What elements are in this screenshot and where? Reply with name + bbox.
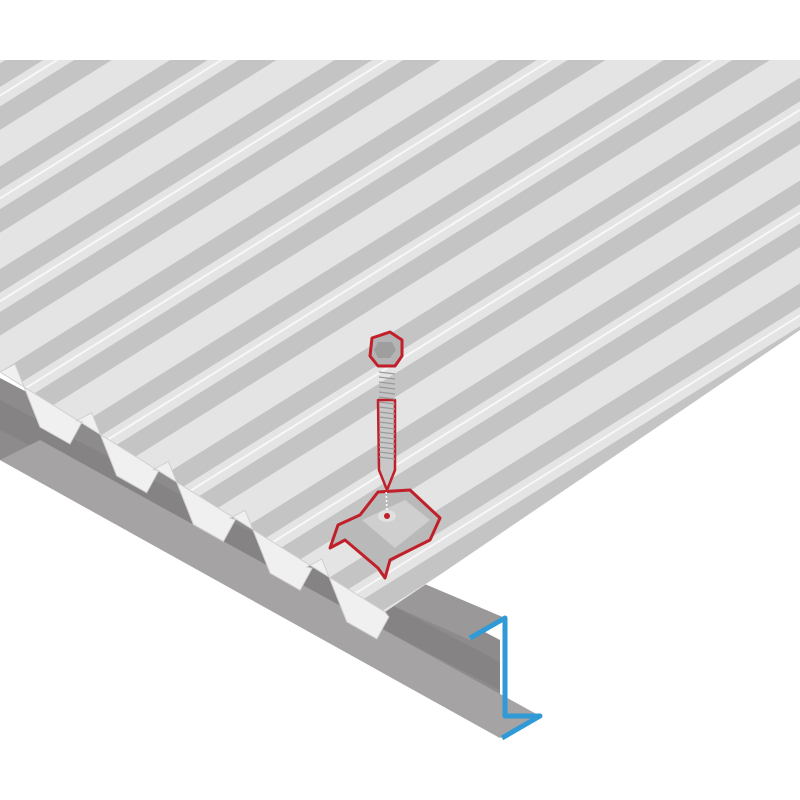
sheet-rib-band [0,60,373,233]
screw-thread [378,411,396,415]
self-drilling-screw [368,330,404,513]
purlin-bottom-flange [0,440,540,738]
sheet-rib-band [632,695,800,800]
screw-thread [378,441,396,445]
screw-thread [378,416,396,420]
sheet-rib-band [0,60,798,499]
screw-thread [378,401,396,405]
sheet-rib-band [0,60,537,336]
sheet-rib-band [0,223,800,612]
screw-thread [378,386,396,390]
screw-thread [378,421,396,425]
sheet-rib-band [0,60,304,190]
sheet-rib-highlight [0,60,483,303]
sheet-rib-band [0,60,633,396]
sheet-rib-highlight [683,727,800,800]
screw-thread [378,451,396,455]
sheet-rib-highlight [0,60,319,200]
screw-thread [378,391,396,395]
sheet-front-profile [0,363,390,640]
sheet-rib-band [0,60,469,293]
sheet-rib-band [0,0,43,27]
screw-thread [378,426,396,430]
sheet-rib-band [536,635,800,800]
screw-thread [378,381,396,385]
screw-thread [378,396,396,400]
saddle-washer [328,488,442,580]
screw-thread [378,446,396,450]
screw-thread [378,431,396,435]
sheet-rib-highlight [24,314,800,612]
sheet-rib-band [0,60,208,130]
purlin-cut-edge [468,615,543,741]
sheet-rib-band [467,591,800,612]
sheet-rib-band [700,738,800,800]
screw-thread [378,456,396,460]
sheet-rib-band [0,60,800,542]
purlin-top-flange [380,582,505,640]
screw-thread [378,376,396,380]
sheet-rib-highlight [518,624,800,800]
screw-thread [378,406,396,410]
sheet-rib-band [41,326,800,612]
sheet-rib-highlight [0,60,648,405]
sheet-rib-highlight [0,60,800,508]
sheet-rib-band [0,60,702,439]
screw-thread [378,371,396,375]
sheet-rib-highlight [0,211,800,612]
sheet-rib-highlight [0,60,154,97]
screw-thread [378,436,396,440]
